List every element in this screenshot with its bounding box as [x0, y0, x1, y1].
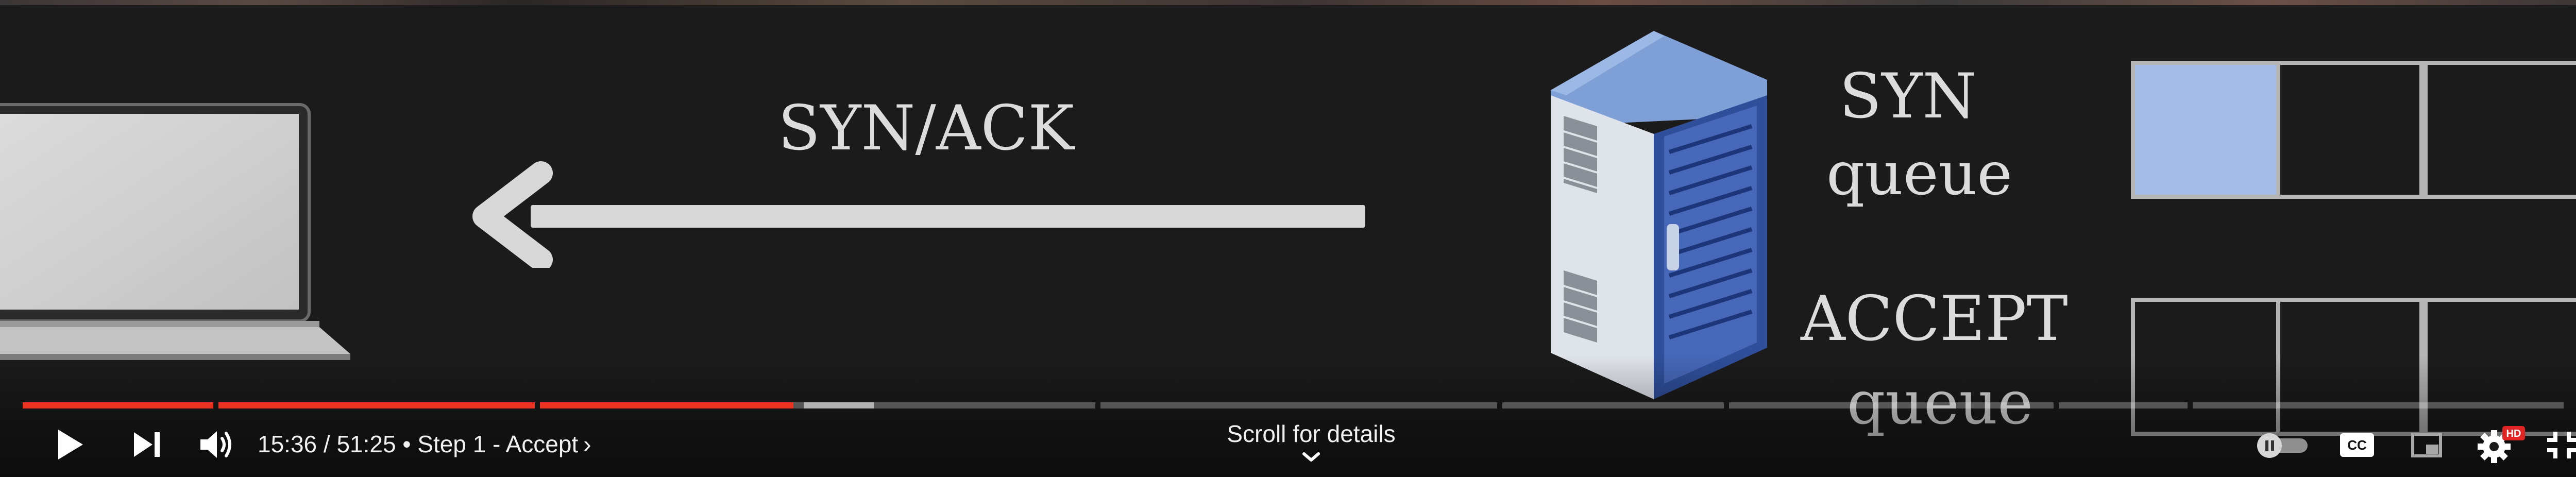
- play-button[interactable]: [46, 421, 93, 468]
- current-time: 15:36: [258, 431, 317, 457]
- chapter-segment[interactable]: [218, 402, 535, 408]
- scroll-for-details[interactable]: Scroll for details: [1175, 420, 1448, 463]
- hd-badge-label: HD: [2506, 428, 2521, 439]
- play-icon: [58, 430, 83, 459]
- captions-button[interactable]: CC: [2329, 423, 2385, 467]
- captions-icon: CC: [2340, 433, 2374, 457]
- autoplay-toggle[interactable]: [2251, 428, 2313, 464]
- chapter-segment[interactable]: [2193, 402, 2564, 408]
- miniplayer-icon: [2411, 433, 2442, 457]
- volume-icon: [200, 431, 231, 458]
- synack-label: SYN/ACK: [778, 93, 1074, 164]
- autoplay-toggle-icon: [2257, 433, 2308, 458]
- volume-button[interactable]: [191, 421, 242, 468]
- time-separator: /: [323, 431, 330, 457]
- chapter-segment[interactable]: [540, 402, 1095, 408]
- chapter-segment[interactable]: [1502, 402, 1724, 408]
- chevron-right-icon: ›: [583, 431, 591, 457]
- syn-slot-2: [2276, 61, 2424, 199]
- syn-slot-3: [2424, 61, 2576, 199]
- server-rack-icon: [1551, 31, 1767, 399]
- next-button[interactable]: [124, 421, 170, 468]
- chapter-title[interactable]: Step 1 - Accept: [417, 431, 579, 457]
- video-top-strip: [0, 0, 2576, 5]
- chapter-segment[interactable]: [2059, 402, 2188, 408]
- syn-slot-1: [2131, 61, 2280, 199]
- next-icon: [134, 432, 160, 457]
- exit-fullscreen-button[interactable]: [2540, 423, 2576, 467]
- chevron-down-icon: [1302, 452, 1320, 462]
- time-and-chapter[interactable]: 15:36 / 51:25 • Step 1 - Accept›: [258, 430, 591, 458]
- controls-gradient: [0, 355, 2576, 477]
- exit-fullscreen-icon: [2547, 432, 2576, 458]
- chapter-segment[interactable]: [23, 402, 213, 408]
- settings-icon: HD: [2478, 426, 2525, 463]
- laptop-icon: [0, 103, 350, 360]
- hd-badge: [2502, 426, 2525, 440]
- chapter-bullet: •: [402, 431, 411, 457]
- duration: 51:25: [336, 431, 396, 457]
- scroll-hint-label: Scroll for details: [1227, 420, 1396, 447]
- settings-button[interactable]: HD: [2473, 421, 2530, 468]
- syn-queue-title: SYN: [1839, 61, 1977, 132]
- chapter-segment[interactable]: [1100, 402, 1497, 408]
- captions-label: CC: [2347, 437, 2367, 453]
- arrow-left-icon: [472, 161, 1365, 268]
- syn-queue-subtitle: queue: [1826, 139, 2012, 209]
- chapter-segment[interactable]: [1729, 402, 2054, 408]
- miniplayer-button[interactable]: [2401, 423, 2452, 467]
- accept-queue-title: ACCEPT: [1801, 283, 2068, 355]
